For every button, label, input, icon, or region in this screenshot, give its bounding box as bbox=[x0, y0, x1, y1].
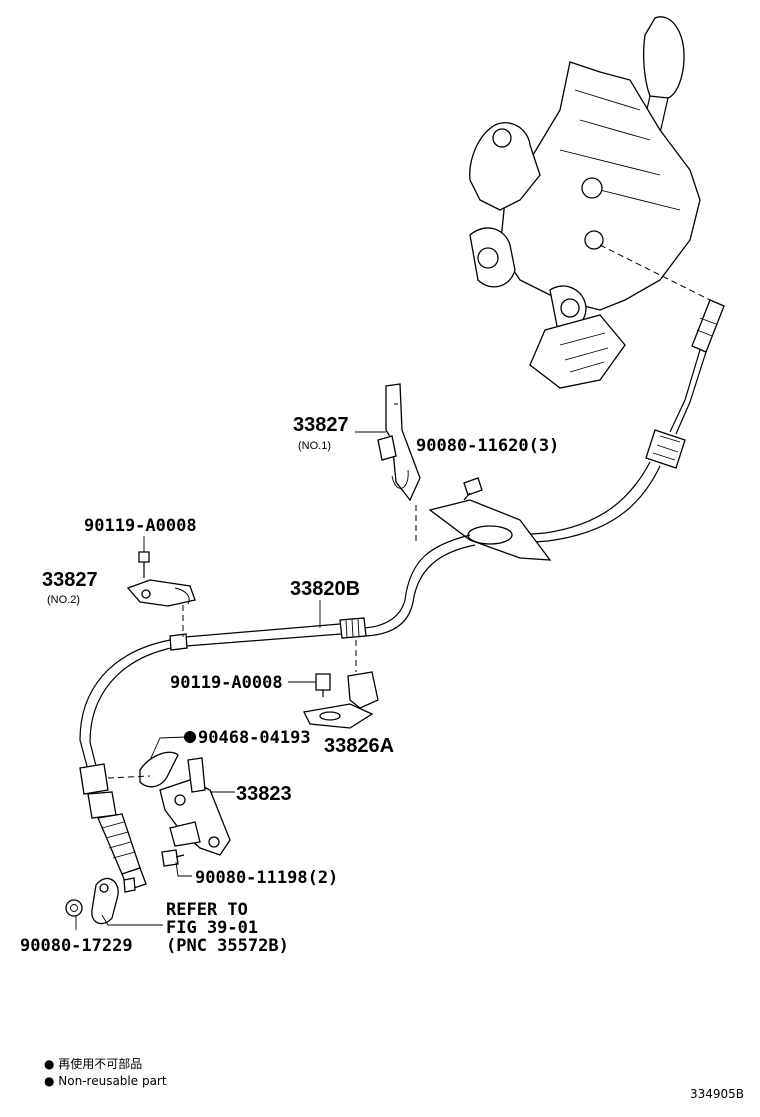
refer-to-line2: FIG 39-01 bbox=[166, 918, 258, 938]
non-reusable-marker bbox=[184, 731, 196, 743]
label-90119-a0008-top: 90119-A0008 bbox=[84, 516, 197, 536]
legend-jp: ● 再使用不可部品 bbox=[44, 1056, 142, 1071]
bracket-33826a bbox=[303, 640, 379, 729]
refer-to-line3: (PNC 35572B) bbox=[166, 936, 289, 956]
clip-90468-04193 bbox=[107, 751, 179, 788]
figure-id: 334905B bbox=[690, 1087, 744, 1101]
label-33827-no2-sub: (NO.2) bbox=[47, 594, 80, 606]
bolt-90119-a0008-mid bbox=[315, 673, 331, 697]
label-33827-no1-sub: (NO.1) bbox=[298, 440, 331, 452]
callouts: 33827 (NO.1) 90080-11620(3) 90119-A0008 … bbox=[20, 414, 559, 956]
shift-lever-assembly bbox=[469, 16, 721, 389]
label-33827-no2: 33827 bbox=[42, 569, 98, 591]
label-90080-11620: 90080-11620(3) bbox=[416, 436, 559, 456]
leader-lines bbox=[75, 431, 386, 930]
nut-90080-17229 bbox=[65, 899, 83, 917]
clip-33827-no2 bbox=[126, 579, 196, 637]
label-90468-04193: 90468-04193 bbox=[198, 728, 311, 748]
clip-33827-no1 bbox=[377, 383, 421, 545]
transmission-lever-end bbox=[91, 877, 136, 925]
legend-en: ● Non-reusable part bbox=[44, 1074, 167, 1088]
cable-33820b bbox=[79, 299, 725, 891]
bracket-33823 bbox=[159, 757, 231, 856]
label-33826a: 33826A bbox=[324, 735, 394, 757]
label-33823: 33823 bbox=[236, 783, 292, 805]
label-90080-17229: 90080-17229 bbox=[20, 936, 133, 956]
bolt-90080-11620 bbox=[463, 477, 483, 501]
bolt-90080-11198 bbox=[161, 849, 185, 867]
bolt-90119-a0008-top bbox=[138, 551, 150, 578]
label-33820b: 33820B bbox=[290, 578, 360, 600]
label-90080-11198: 90080-11198(2) bbox=[195, 868, 338, 888]
label-90119-a0008-mid: 90119-A0008 bbox=[170, 673, 283, 693]
legend: ● 再使用不可部品 ● Non-reusable part bbox=[44, 1056, 167, 1088]
label-33827-no1: 33827 bbox=[293, 414, 349, 436]
refer-to-line1: REFER TO bbox=[166, 900, 248, 920]
